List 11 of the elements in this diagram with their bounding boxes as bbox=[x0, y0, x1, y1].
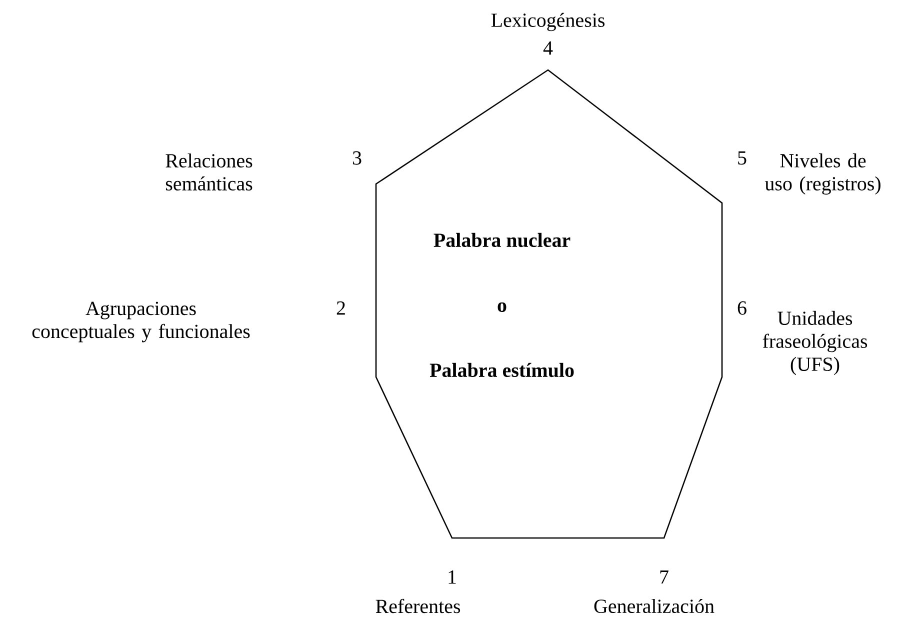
vertex-label: Agrupaciones conceptuales y funcionales bbox=[32, 302, 250, 342]
vertex-number: 7 bbox=[660, 570, 668, 584]
vertex-label: Lexicogénesis bbox=[491, 12, 604, 32]
vertex-label: Generalización bbox=[594, 598, 714, 614]
vertex-label: Referentes bbox=[376, 598, 460, 614]
vertex-label: Unidades fraseológicas (UFS) bbox=[762, 310, 868, 376]
heptagon-box: Palabra nuclear o Palabra estímulo bbox=[375, 69, 723, 539]
vertex-label: Niveles de uso (registros) bbox=[764, 153, 880, 195]
vertex-label: Relaciones semánticas bbox=[166, 153, 252, 191]
vertex-number: 2 bbox=[336, 301, 345, 315]
vertex-number: 1 bbox=[448, 570, 456, 584]
